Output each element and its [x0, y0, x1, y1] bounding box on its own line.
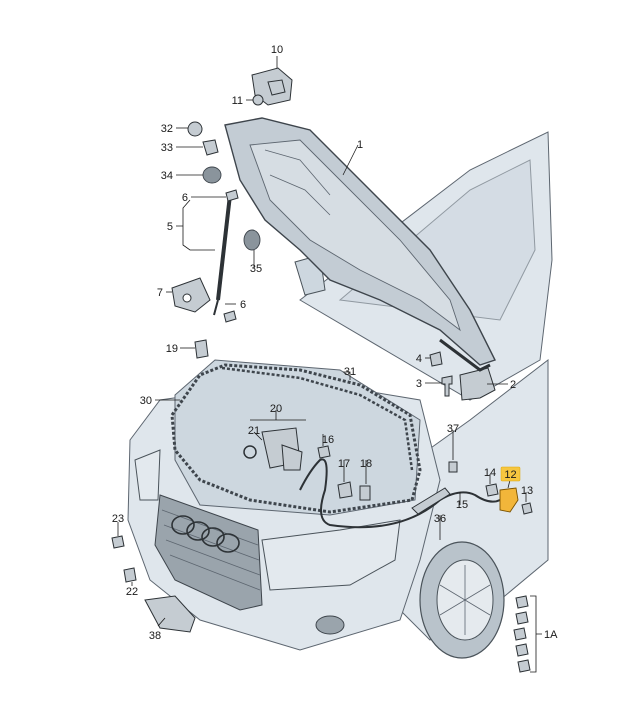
callout-21: 21 [248, 425, 260, 437]
fastener-set-1A [513, 595, 531, 673]
callout-17: 17 [338, 458, 350, 470]
callout-16: 16 [322, 434, 334, 446]
release-cable [299, 458, 501, 529]
part-37 [448, 461, 458, 473]
callout-7: 7 [157, 287, 163, 299]
callout-30: 30 [140, 395, 152, 407]
callout-37: 37 [447, 423, 459, 435]
callout-6a: 6 [182, 192, 188, 204]
callout-14: 14 [484, 467, 496, 479]
gas-strut-part-5 [213, 192, 235, 316]
part-33 [202, 139, 219, 156]
callout-12: 12 [504, 469, 516, 481]
part-18 [359, 485, 371, 501]
callout-6b: 6 [240, 299, 246, 311]
callout-19: 19 [166, 343, 178, 355]
callout-10: 10 [271, 44, 283, 56]
part-17 [337, 481, 353, 499]
part-16 [317, 445, 331, 459]
callout-labels: 10 11 32 33 34 6 5 35 7 6 19 30 1 31 20 … [112, 44, 558, 642]
hood-panel [224, 117, 496, 366]
callout-32: 32 [161, 123, 173, 135]
clip-part-6a [225, 189, 239, 202]
callout-31: 31 [344, 366, 356, 378]
car-body [127, 131, 553, 659]
callout-36: 36 [434, 513, 446, 525]
callout-35: 35 [250, 263, 262, 275]
callout-38: 38 [149, 630, 161, 642]
callout-3: 3 [416, 378, 422, 390]
callout-2: 2 [510, 379, 516, 391]
brand-rings [171, 515, 240, 553]
bar-part-36 [411, 487, 451, 515]
callout-15: 15 [456, 499, 468, 511]
highlight-box-12 [500, 466, 521, 482]
bolt-part-3 [441, 375, 453, 397]
bolt-part-14 [485, 483, 499, 497]
grille [154, 494, 263, 611]
highlighted-part-12 [499, 487, 519, 513]
callout-22: 22 [126, 586, 138, 598]
hood-seal [170, 363, 422, 514]
callout-1A: 1A [544, 629, 558, 641]
bolt-part-23 [111, 535, 125, 549]
leader-lines [117, 56, 542, 673]
bolt-part-13 [521, 502, 533, 515]
callout-23: 23 [112, 513, 124, 525]
callout-5: 5 [167, 221, 173, 233]
bracket-part-7 [171, 277, 211, 313]
hinge-part-10 [251, 67, 293, 106]
callout-18: 18 [360, 458, 372, 470]
bracket-part-38 [144, 595, 196, 633]
part-35 [243, 229, 261, 251]
bolt-part-22 [123, 567, 137, 583]
callout-13: 13 [521, 485, 533, 497]
lock-part-21 [243, 427, 303, 471]
callout-1: 1 [357, 139, 363, 151]
part-34 [202, 166, 222, 184]
callout-34: 34 [161, 170, 173, 182]
callout-20: 20 [270, 403, 282, 415]
nut-part-11 [252, 94, 264, 106]
callout-11: 11 [232, 95, 243, 107]
part-19 [194, 339, 209, 359]
clip-part-6b [223, 310, 237, 323]
part-32 [187, 121, 203, 137]
part-4 [429, 351, 443, 367]
callout-4: 4 [416, 353, 422, 365]
callout-33: 33 [161, 142, 173, 154]
